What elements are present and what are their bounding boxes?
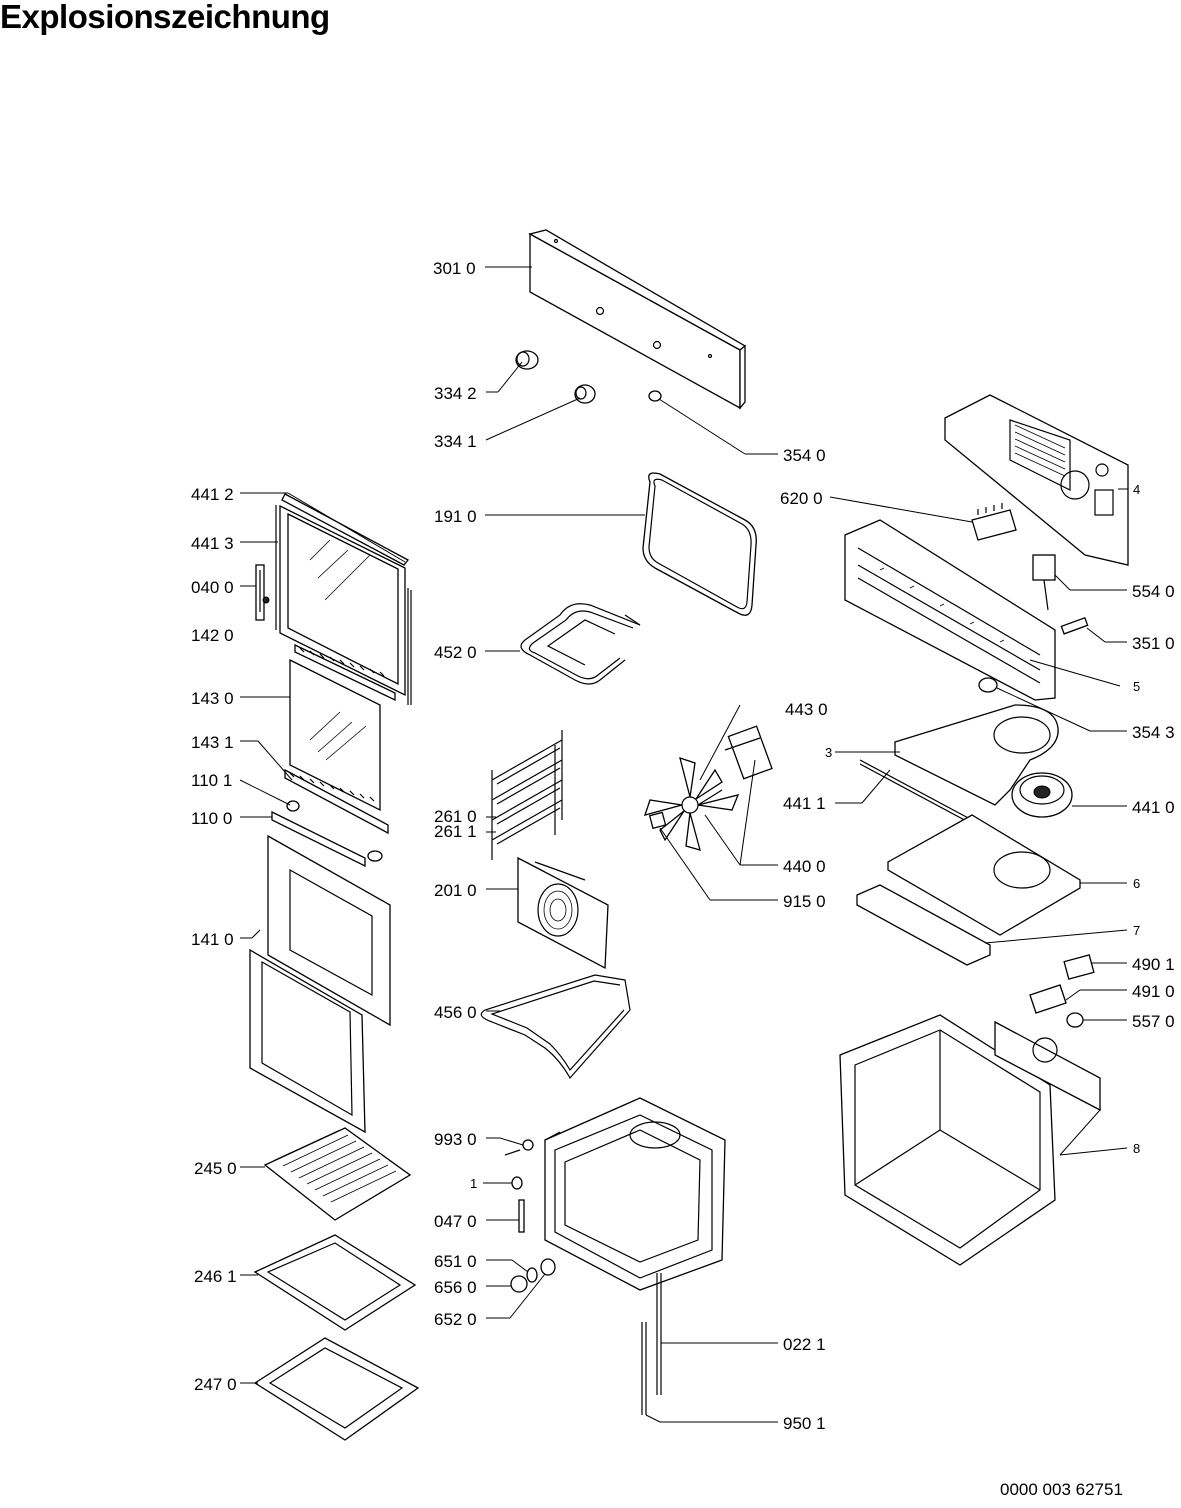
part-glass-strip-lower (284, 768, 389, 835)
callout-label: 441 0 (1132, 798, 1175, 817)
part-side-racks (491, 730, 563, 860)
part-lamp-assembly (510, 1258, 556, 1293)
callout-label: 110 0 (191, 809, 232, 828)
part-door-hinge (255, 564, 270, 621)
part-rear-cover (944, 394, 1129, 566)
callout-label: 201 0 (434, 881, 477, 900)
callout-label: 554 0 (1132, 582, 1175, 601)
callout-label: 141 0 (191, 930, 234, 949)
part-selector-switch (1032, 554, 1056, 611)
callout-label: 651 0 (434, 1252, 477, 1271)
callout-label: 456 0 (434, 1003, 477, 1022)
part-outer-door-glass (267, 834, 391, 1027)
callout-label: 452 0 (434, 643, 477, 662)
part-front-strip (856, 884, 991, 966)
callout-label: 950 1 (783, 1414, 826, 1433)
part-door-frame-outer (249, 948, 366, 1134)
part-fan-blade (644, 757, 740, 851)
callout-label: 440 0 (783, 857, 826, 876)
part-knob-small (574, 384, 596, 404)
callout-label: 047 0 (434, 1212, 477, 1231)
part-wire-rack (263, 1127, 412, 1221)
page-title: Explosionszeichnung (0, 0, 330, 35)
part-knob-thermostat (1066, 1012, 1084, 1028)
callout-label: 3 (825, 745, 832, 760)
part-deep-pan (253, 1337, 420, 1441)
callout-label: 334 1 (434, 432, 477, 451)
document-number: 0000 003 62751 (1000, 1480, 1123, 1499)
callout-label: 143 1 (191, 733, 234, 752)
callout-label: 441 2 (191, 485, 234, 504)
part-fan-cover (517, 856, 609, 970)
part-door-gasket (642, 472, 757, 616)
callout-labels: 301 0 334 2 334 1 354 0 441 2 191 0 620 … (191, 259, 1175, 1433)
part-glass-strip-upper (294, 643, 396, 702)
callout-label: 334 2 (434, 384, 477, 403)
callout-label: 142 0 (191, 626, 234, 645)
part-upper-cover-plate (859, 704, 1059, 840)
part-indicator-light (978, 677, 998, 693)
part-fan-motor (724, 725, 773, 780)
part-deflector-plate (887, 814, 1081, 936)
callout-label: 652 0 (434, 1310, 477, 1329)
callout-label: 261 0 (434, 807, 477, 826)
part-front-frame (844, 519, 1056, 701)
callout-label: 441 3 (191, 534, 234, 553)
part-bottom-heating-element (480, 974, 631, 1080)
part-baking-tray (253, 1234, 417, 1331)
callout-label: 261 1 (434, 822, 477, 841)
callout-label: 491 0 (1132, 982, 1175, 1001)
callout-label: 110 1 (191, 771, 232, 790)
part-terminal-block-2 (1029, 984, 1067, 1014)
part-cavity-hinge-parts (504, 1139, 534, 1233)
callout-label: 7 (1133, 923, 1140, 938)
part-indicator-lens (648, 390, 662, 402)
callout-label: 354 0 (783, 446, 826, 465)
part-cooling-fan (1011, 772, 1073, 818)
callout-label: 4 (1133, 482, 1140, 497)
part-glass-pane (289, 658, 381, 812)
callout-label: 245 0 (194, 1159, 237, 1178)
callout-label: 351 0 (1132, 634, 1175, 653)
callout-label: 040 0 (191, 578, 234, 597)
part-lamp-holder (1060, 616, 1089, 635)
callout-label: 620 0 (780, 489, 823, 508)
part-oven-cavity (544, 1097, 726, 1291)
callout-label: 441 1 (783, 794, 826, 813)
callout-label: 301 0 (433, 259, 476, 278)
callout-label: 247 0 (194, 1375, 237, 1394)
callout-label: 8 (1133, 1141, 1140, 1156)
callout-label: 993 0 (434, 1130, 477, 1149)
callout-label: 915 0 (783, 892, 826, 911)
callout-label: 490 1 (1132, 955, 1175, 974)
callout-label: 443 0 (785, 700, 828, 719)
part-knob-large (515, 350, 539, 370)
callout-label: 143 0 (191, 689, 234, 708)
part-inner-door-frame (275, 493, 412, 705)
callout-label: 1 (470, 1176, 477, 1191)
part-terminal-block (971, 503, 1017, 541)
part-fan-nut (648, 811, 667, 830)
leader-lines (239, 266, 1128, 1423)
callout-label: 246 1 (194, 1267, 237, 1286)
callout-label: 557 0 (1132, 1012, 1175, 1031)
callout-label: 6 (1133, 876, 1140, 891)
part-cabinet-housing (839, 1014, 1101, 1266)
callout-label: 354 3 (1132, 723, 1175, 742)
callout-label: 022 1 (783, 1335, 826, 1354)
part-thermostat-small (1063, 954, 1095, 980)
callout-label: 5 (1133, 679, 1140, 694)
part-control-panel (528, 229, 747, 410)
callout-label: 191 0 (434, 507, 477, 526)
callout-label: 656 0 (434, 1278, 477, 1297)
part-top-heating-element (520, 603, 641, 685)
part-side-seal (656, 1273, 662, 1395)
part-cavity-seal (641, 1322, 647, 1415)
